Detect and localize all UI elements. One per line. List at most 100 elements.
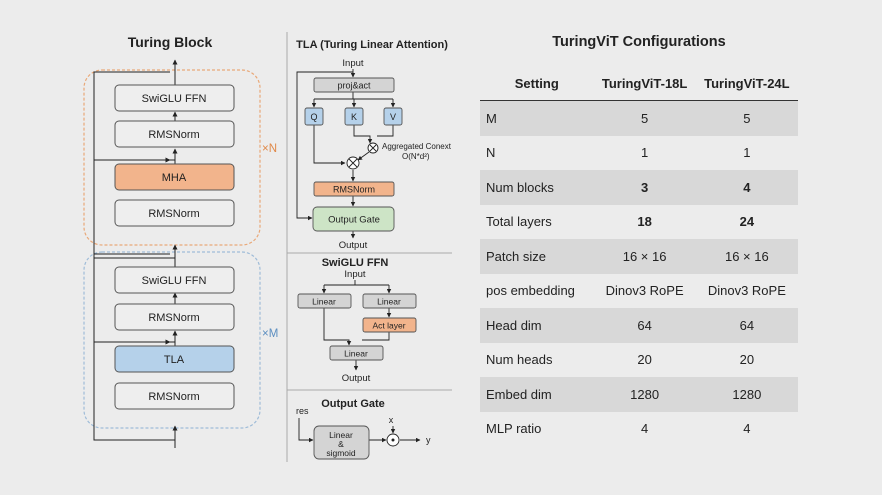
top-rmsnorm1-label: RMSNorm: [148, 129, 199, 141]
table-row: Num heads 20 20: [480, 343, 798, 378]
swiglu-input-label: Input: [344, 269, 365, 280]
gate-x-label: x: [389, 415, 394, 425]
setting-cell: Total layers: [486, 214, 552, 230]
q-box: [304, 107, 324, 126]
value-24l-cell: 24: [739, 214, 755, 230]
value-24l-cell: 64: [695, 308, 798, 343]
value-18l-cell: 1: [641, 145, 649, 161]
value-24l-cell: 1280: [695, 377, 798, 412]
top-rmsnorm1-box: [114, 120, 235, 148]
tla-label: TLA: [164, 354, 185, 366]
query-multiply-icon: [346, 156, 360, 170]
value-18l-cell: Dinov3 RoPE: [605, 283, 684, 299]
tla-rmsnorm-box: [313, 181, 395, 197]
swiglu-linear-left-label: Linear: [312, 297, 336, 307]
swiglu-linear-out-box: [329, 345, 384, 361]
tla-rmsnorm-label: RMSNorm: [333, 185, 375, 195]
value-18l-cell: 1280: [593, 377, 696, 412]
swiglu-output-label: Output: [342, 373, 371, 384]
swiglu-title: SwiGLU FFN: [322, 257, 389, 269]
bottom-rmsnorm2-box: [114, 382, 235, 410]
value-24l-cell: 16 × 16: [695, 239, 798, 274]
turing-block-title: Turing Block: [128, 34, 213, 50]
bottom-rmsnorm1-box: [114, 303, 235, 331]
gate-box-line3: sigmoid: [326, 448, 356, 458]
linear-sigmoid-box: [313, 425, 370, 460]
value-18l-cell: 20: [637, 352, 652, 368]
tla-box: [114, 345, 235, 373]
output-gate-box: [312, 206, 395, 232]
bottom-group-repeat: ×M: [262, 328, 278, 340]
setting-cell: pos embedding: [486, 283, 575, 299]
table-row: Total layers 18 24: [480, 205, 798, 240]
setting-cell: N: [486, 145, 496, 161]
act-layer-box: [362, 317, 417, 333]
table-row: pos embedding Dinov3 RoPE Dinov3 RoPE: [480, 274, 798, 309]
value-18l-cell: 18: [637, 214, 652, 230]
bottom-group-frame: [83, 251, 261, 429]
context-label-line2: O(N*d²): [402, 152, 430, 161]
value-24l-cell: 4: [695, 170, 798, 205]
setting-cell: Head dim: [480, 308, 594, 343]
value-18l-cell: 16 × 16: [593, 239, 696, 274]
setting-cell: Embed dim: [480, 377, 594, 412]
bottom-rmsnorm1-label: RMSNorm: [148, 312, 199, 324]
config-table-title: TuringViT Configurations: [552, 34, 726, 50]
act-layer-label: Act layer: [372, 321, 405, 331]
top-group-repeat: ×N: [262, 143, 277, 155]
setting-cell: Num heads: [486, 352, 553, 368]
swiglu-linear-right-label: Linear: [377, 297, 401, 307]
q-label: Q: [310, 112, 317, 122]
value-24l-cell: 20: [739, 352, 755, 368]
bottom-swiglu-box: [114, 266, 235, 294]
header-24l: TuringViT-24L: [695, 66, 798, 101]
top-group-frame: [83, 69, 261, 246]
tla-title: TLA (Turing Linear Attention): [296, 39, 448, 51]
value-18l-cell: 64: [593, 308, 696, 343]
k-box: [344, 107, 364, 126]
top-swiglu-label: SwiGLU FFN: [142, 93, 207, 105]
swiglu-linear-left-box: [297, 293, 352, 309]
context-label-line1: Aggregated Conext: [382, 142, 452, 151]
tla-output-label: Output: [339, 240, 368, 251]
setting-cell: MLP ratio: [486, 421, 542, 437]
gate-y-label: y: [426, 435, 431, 445]
table-row: MLP ratio 4 4: [480, 412, 798, 447]
architecture-diagram: Turing Block ×N ×M SwiGLU FFN RMSNorm MH…: [83, 32, 452, 462]
setting-cell: Num blocks: [480, 170, 594, 205]
value-24l-cell: 4: [743, 421, 751, 437]
swiglu-linear-right-box: [362, 293, 417, 309]
value-24l-cell: Dinov3 RoPE: [707, 283, 786, 299]
top-rmsnorm2-box: [114, 199, 235, 227]
value-18l-cell: 5: [593, 100, 696, 136]
mha-box: [114, 163, 235, 191]
mha-label: MHA: [162, 172, 187, 184]
tla-input-label: Input: [342, 58, 363, 69]
setting-cell: Patch size: [480, 239, 594, 274]
output-gate-label: Output Gate: [328, 215, 380, 226]
context-multiply-icon: [367, 142, 379, 154]
gate-box-line2: &: [338, 439, 344, 449]
header-setting: Setting: [480, 66, 594, 101]
elementwise-product-icon: [386, 433, 400, 447]
header-18l: TuringViT-18L: [593, 66, 696, 101]
value-24l-cell: 1: [743, 145, 751, 161]
v-label: V: [390, 112, 396, 122]
k-label: K: [351, 112, 357, 122]
bottom-rmsnorm2-label: RMSNorm: [148, 391, 199, 403]
value-18l-cell: 4: [641, 421, 649, 437]
proj-act-label: proj&act: [337, 81, 371, 91]
value-18l-cell: 3: [593, 170, 696, 205]
top-rmsnorm2-label: RMSNorm: [148, 208, 199, 220]
config-header-row: Setting TuringViT-18L TuringViT-24L: [480, 66, 798, 101]
proj-act-box: [313, 77, 395, 93]
value-24l-cell: 5: [695, 100, 798, 136]
gate-title: Output Gate: [321, 398, 385, 410]
